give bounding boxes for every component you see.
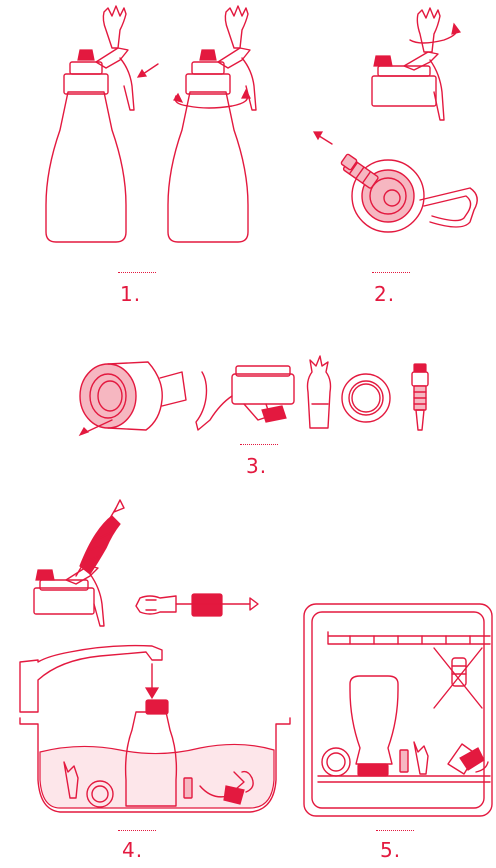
step-2-label: 2.	[374, 282, 395, 306]
step-4-separator	[118, 830, 156, 831]
step-4-brush-in-nozzle	[136, 594, 258, 616]
step-3-valve-lever	[196, 366, 294, 430]
step-3-head-side	[80, 362, 186, 435]
step-3-gasket-ring	[342, 374, 390, 422]
step-2-illustration	[314, 8, 477, 232]
step-5-not-allowed-part	[434, 648, 482, 708]
step-1-separator	[118, 272, 156, 273]
step-5-separator	[376, 830, 414, 831]
step-1-label: 1.	[120, 282, 141, 306]
step-2-head-assembly	[372, 8, 460, 120]
step-5-bottle-upside-down	[350, 676, 398, 776]
step-1-bottle-unscrew	[168, 6, 256, 242]
step-3-label: 3.	[246, 454, 267, 478]
step-4-brush-in-head	[34, 500, 124, 626]
step-5-parts-in-rack	[322, 742, 488, 776]
step-4-illustration	[20, 500, 290, 812]
step-1-illustration	[46, 6, 256, 242]
step-4-faucet	[20, 646, 162, 712]
step-3-separator	[240, 444, 278, 445]
step-2-separator	[372, 272, 410, 273]
step-4-label: 4.	[122, 838, 143, 862]
step-5-label: 5.	[380, 838, 401, 862]
step-5-dishwasher	[304, 604, 492, 816]
step-3-charger-holder-valve	[412, 364, 428, 430]
step-3-illustration	[80, 356, 428, 435]
step-4-sink-basin	[20, 718, 290, 812]
step-5-illustration	[304, 604, 492, 816]
step-3-nozzle-tip	[308, 356, 331, 428]
step-1-bottle-with-head	[46, 6, 158, 242]
step-2-head-top-view	[314, 132, 477, 232]
